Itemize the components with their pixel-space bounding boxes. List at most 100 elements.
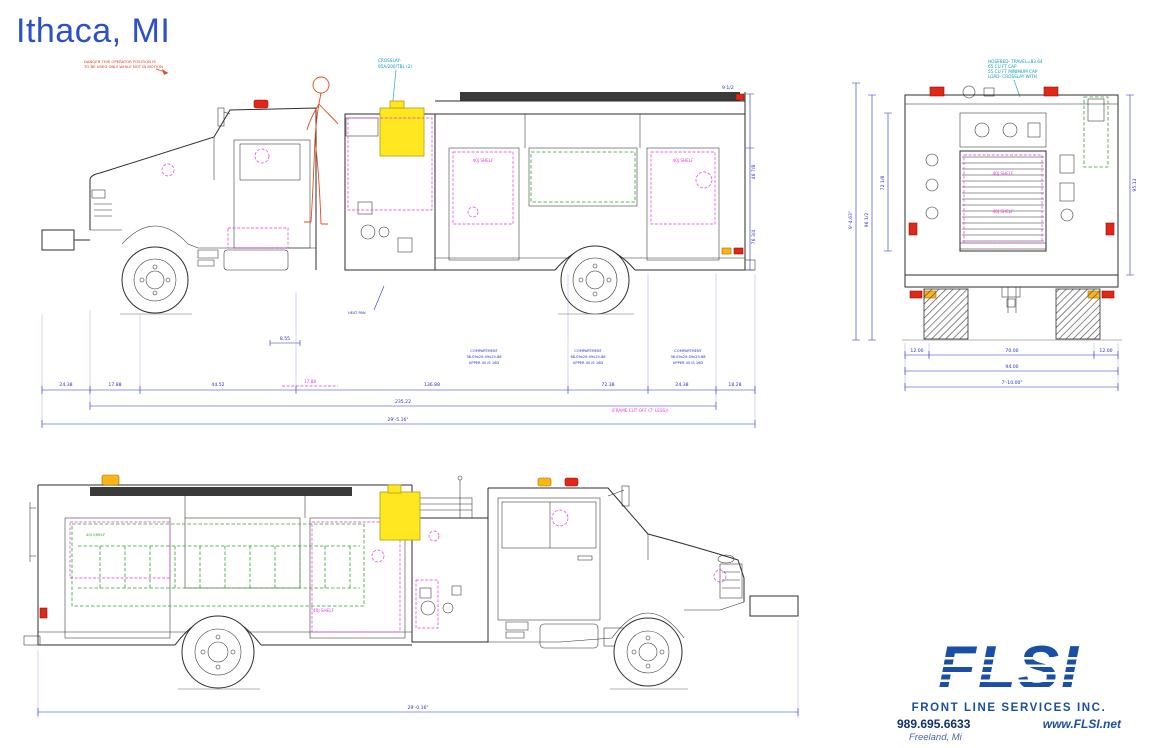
deck-light bbox=[962, 85, 976, 99]
dimension-label: 8.55 bbox=[280, 336, 290, 342]
dimension-label: 96 1/2 bbox=[864, 213, 870, 228]
dimension-label: 29'-5.16" bbox=[387, 417, 408, 423]
location: Freeland, Mi bbox=[909, 732, 962, 743]
hidden-equipment: 40J SHELF bbox=[69, 509, 727, 633]
door-window bbox=[501, 501, 597, 549]
pump-module bbox=[379, 475, 489, 643]
shelf-label: 40J SHELF bbox=[313, 608, 335, 613]
roof-fixture bbox=[983, 87, 995, 97]
dimension-label: 136.88 bbox=[424, 382, 440, 388]
ladder-storage bbox=[530, 151, 636, 203]
tail-light bbox=[733, 247, 744, 255]
dimensions-bottom: 12.00 70.00 12.00 94.00 7'-10.00" bbox=[904, 343, 1119, 391]
hitch-receiver bbox=[1006, 298, 1016, 308]
dimensions-bottom: 29'-0.16" bbox=[37, 620, 799, 718]
beacon-icon bbox=[101, 474, 120, 486]
dimension-label: 17.88 bbox=[108, 382, 121, 388]
pump-module bbox=[344, 100, 436, 271]
shelf-label: 40J SHELF bbox=[992, 171, 1014, 176]
tank-fill bbox=[389, 100, 405, 109]
dimension-label: 72.38 bbox=[601, 382, 614, 388]
dimension-label: 72 1/8 bbox=[880, 176, 886, 191]
headlight bbox=[717, 554, 735, 564]
dimension-label: 18.28 bbox=[728, 382, 741, 388]
wheel-rear bbox=[560, 245, 630, 315]
ground-ladder: 40J SHELF bbox=[71, 523, 365, 607]
intake-cap bbox=[925, 178, 939, 192]
hosebed-rail bbox=[460, 92, 740, 101]
operator-figure bbox=[304, 76, 339, 225]
cab-door bbox=[233, 139, 311, 249]
crosslay-tray bbox=[345, 117, 379, 137]
pump-gauge bbox=[360, 224, 376, 240]
water-tank bbox=[379, 107, 425, 157]
front-bumper bbox=[41, 229, 75, 251]
beacon-icon bbox=[929, 86, 945, 97]
dimension-label: 29'-0.16" bbox=[407, 705, 428, 711]
pump-gauge bbox=[378, 226, 390, 238]
intake-cap bbox=[1060, 208, 1074, 222]
fuel-tank bbox=[223, 249, 289, 271]
shelf-label: 40J SHELF bbox=[992, 209, 1014, 214]
hosebed-text: HOSEBED- TRAVEL=83.64 bbox=[988, 59, 1043, 64]
ladder-edge bbox=[1083, 96, 1109, 168]
frame-note: (FRAME CUT OFF (7' LESS)) bbox=[612, 408, 669, 413]
dimension-label: 12.00 bbox=[1099, 348, 1112, 354]
compartment-label: UPPER 40 IS 16D bbox=[469, 361, 500, 365]
beacon-icon bbox=[1043, 86, 1059, 97]
compartment-label: COMPARTMENT bbox=[470, 349, 498, 353]
marker-light bbox=[735, 93, 745, 101]
wheel-rear-right bbox=[1055, 288, 1101, 340]
flsi-logo: FLSI bbox=[931, 634, 1087, 703]
wheel-front bbox=[613, 617, 683, 687]
dimension-label: 17.88 bbox=[304, 379, 316, 384]
tow-hitch bbox=[1001, 286, 1021, 298]
hosebed-text: LOAD- CROSSLAY WITH bbox=[988, 74, 1037, 79]
dimension-label: 9'-4.63" bbox=[848, 211, 854, 229]
pump-gauge bbox=[420, 600, 436, 616]
tail-light bbox=[1101, 290, 1115, 299]
dimension-label: 12.00 bbox=[910, 348, 923, 354]
crosslay-text: CROSSLAY- bbox=[378, 58, 401, 63]
discharge-outlet bbox=[419, 587, 432, 599]
dimension-label: 76 3/4 bbox=[751, 230, 757, 245]
operator-warning-note: DANGER THIS OPERATOR POSITION IS TO BE U… bbox=[83, 59, 169, 75]
compartment-door bbox=[309, 517, 406, 639]
headlight bbox=[91, 189, 106, 199]
drawing-side-view-top: DANGER THIS OPERATOR POSITION IS TO BE U… bbox=[41, 58, 757, 428]
dimension-label: 9 1/2 bbox=[722, 85, 734, 91]
compartment-label: 38.09x29.09x25.88 bbox=[466, 355, 502, 359]
intake-cap bbox=[925, 153, 939, 167]
dimension-label: 235.22 bbox=[395, 399, 411, 405]
compartment-label: 38.09x29.09x25.88 bbox=[670, 355, 706, 359]
heat-pan-note: HEAT PAN bbox=[348, 285, 385, 315]
company-name: FRONT LINE SERVICES INC. bbox=[911, 702, 1107, 714]
beacon-icon bbox=[564, 477, 579, 487]
antenna bbox=[457, 475, 463, 481]
panel-box bbox=[1027, 122, 1041, 138]
pump-gauge bbox=[442, 602, 454, 614]
dimension-label: 24.38 bbox=[59, 382, 72, 388]
rollup-door bbox=[959, 150, 1047, 252]
dimensions-height: 9 1/2 46 7/8 76 3/4 bbox=[722, 85, 757, 271]
compartment-door bbox=[184, 517, 301, 589]
compartment-label: COMPARTMENT bbox=[574, 349, 602, 353]
drawing-rear-view: HOSEBED- TRAVEL=83.64 65 CU FT CAP 55 CU… bbox=[848, 59, 1138, 391]
compartment-label: UPPER 40 IS 16D bbox=[673, 361, 704, 365]
dimension-label: 24.38 bbox=[675, 382, 688, 388]
crosslay-tray bbox=[417, 497, 473, 519]
compartment-door bbox=[528, 147, 638, 207]
crosslay-text: 95A/200/TBL (2) bbox=[378, 64, 412, 69]
phone-number: 989.695.6633 bbox=[897, 717, 971, 731]
compartment-door bbox=[448, 147, 520, 261]
dimension-label: 70.00 bbox=[1005, 348, 1018, 354]
rear-step bbox=[23, 635, 41, 646]
compartment-door bbox=[64, 517, 171, 639]
shelf-label: 40J SHELF bbox=[472, 158, 494, 163]
compartment-label: 68.09x29.09x25.88 bbox=[570, 355, 606, 359]
door-lift-bar bbox=[959, 242, 1047, 250]
panel-box bbox=[1059, 154, 1075, 174]
upper-compartment bbox=[959, 112, 1047, 148]
dimension-label: 7'-10.00" bbox=[1001, 380, 1022, 386]
shelf-label: 40J SHELF bbox=[672, 158, 694, 163]
